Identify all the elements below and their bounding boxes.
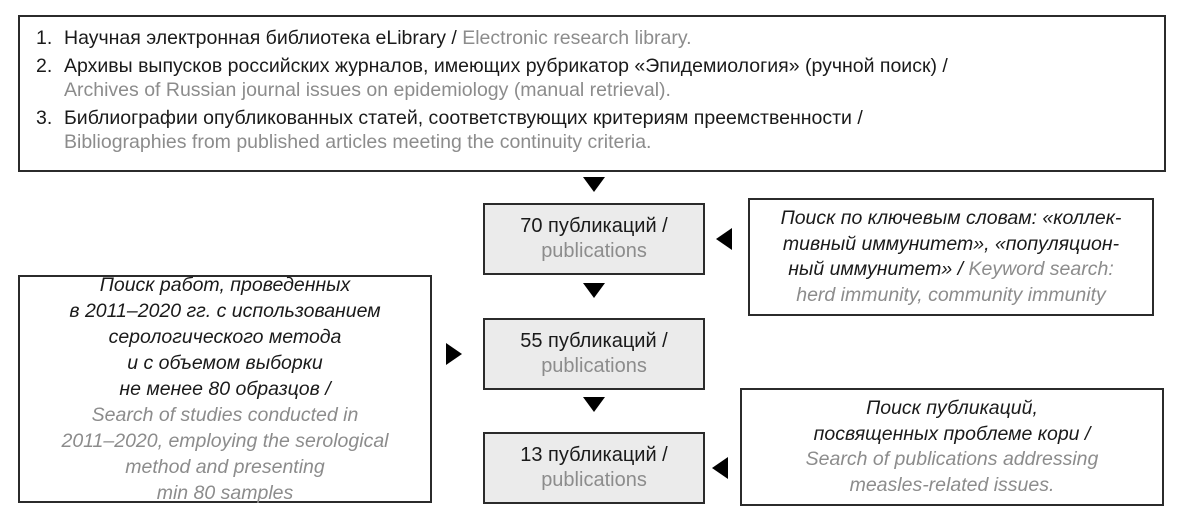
source-item-2: Архивы выпусков российских журналов, име… xyxy=(34,54,1150,103)
arrow-down-icon-55-to-13 xyxy=(583,397,605,412)
sources-list: Научная электронная библиотека eLibrary … xyxy=(34,26,1150,155)
measles-en-line-1: Search of publications addressing xyxy=(805,448,1099,470)
source-item-3-en: Bibliographies from published articles m… xyxy=(64,131,652,153)
keyword-en-line-2: herd immunity, community immunity xyxy=(796,283,1106,306)
count-55-ru: 55 публикаций / xyxy=(520,330,668,352)
count-box-55-publications: 55 публикаций / publications xyxy=(483,318,705,390)
arrow-left-icon-measles-to-13 xyxy=(712,457,728,479)
arrow-down-icon-70-to-55 xyxy=(583,283,605,298)
count-70-en: publications xyxy=(541,240,647,262)
count-13-en: publications xyxy=(541,469,647,491)
criteria-ru-line-2: в 2011–2020 гг. с использованием xyxy=(69,300,381,322)
keyword-ru-line-3: ный иммунитет» / xyxy=(788,258,969,280)
criteria-en-line-4: min 80 samples xyxy=(156,482,294,504)
measles-en-line-2: measles-related issues. xyxy=(849,473,1055,496)
keyword-en-line-1: Keyword search: xyxy=(968,258,1114,280)
source-item-2-en: Archives of Russian journal issues on ep… xyxy=(64,79,671,101)
criteria-en-line-2: 2011–2020, employing the serological xyxy=(61,430,389,452)
arrow-down-icon-sources-to-70 xyxy=(583,177,605,192)
criteria-note-box: Поиск работ, проведенных в 2011–2020 гг.… xyxy=(18,274,432,504)
measles-ru-line-2: посвященных проблеме кори / xyxy=(813,422,1091,445)
keyword-ru-line-2: тивный иммунитет», «популяцион- xyxy=(782,232,1120,255)
source-item-1: Научная электронная библиотека eLibrary … xyxy=(34,26,1150,51)
count-70-ru: 70 публикаций / xyxy=(520,215,668,237)
source-item-3-ru: Библиографии опубликованных статей, соот… xyxy=(64,106,863,129)
criteria-ru-line-1: Поиск работ, проведенных xyxy=(99,274,351,296)
source-item-2-ru: Архивы выпусков российских журналов, име… xyxy=(64,54,948,77)
measles-search-note-box: Поиск публикаций, посвященных проблеме к… xyxy=(740,388,1164,506)
arrow-left-icon-keyword-to-70 xyxy=(716,228,732,250)
measles-ru-line-1: Поиск публикаций, xyxy=(866,397,1038,419)
keyword-mixed-line-3: ный иммунитет» / Keyword search: xyxy=(788,257,1113,283)
count-13-ru: 13 публикаций / xyxy=(520,444,668,466)
count-box-70-publications: 70 публикаций / publications xyxy=(483,203,705,275)
source-item-1-en: Electronic research library. xyxy=(462,27,692,49)
count-box-13-publications: 13 публикаций / publications xyxy=(483,432,705,504)
keyword-ru-line-1: Поиск по ключевым словам: «коллек- xyxy=(780,207,1122,229)
criteria-ru-line-4: и с объемом выборки xyxy=(127,352,323,374)
keyword-search-note-box: Поиск по ключевым словам: «коллек- тивны… xyxy=(748,198,1154,316)
criteria-ru-line-3: серологического метода xyxy=(108,326,342,348)
count-55-en: publications xyxy=(541,355,647,377)
arrow-right-icon-criteria-to-55 xyxy=(446,343,462,365)
sources-box: Научная электронная библиотека eLibrary … xyxy=(18,15,1166,172)
criteria-ru-line-5: не менее 80 образцов / xyxy=(119,378,331,400)
source-item-1-ru: Научная электронная библиотека eLibrary … xyxy=(64,27,463,49)
criteria-en-line-3: method and presenting xyxy=(125,456,325,478)
source-item-3: Библиографии опубликованных статей, соот… xyxy=(34,106,1150,155)
criteria-en-line-1: Search of studies conducted in xyxy=(91,404,359,426)
